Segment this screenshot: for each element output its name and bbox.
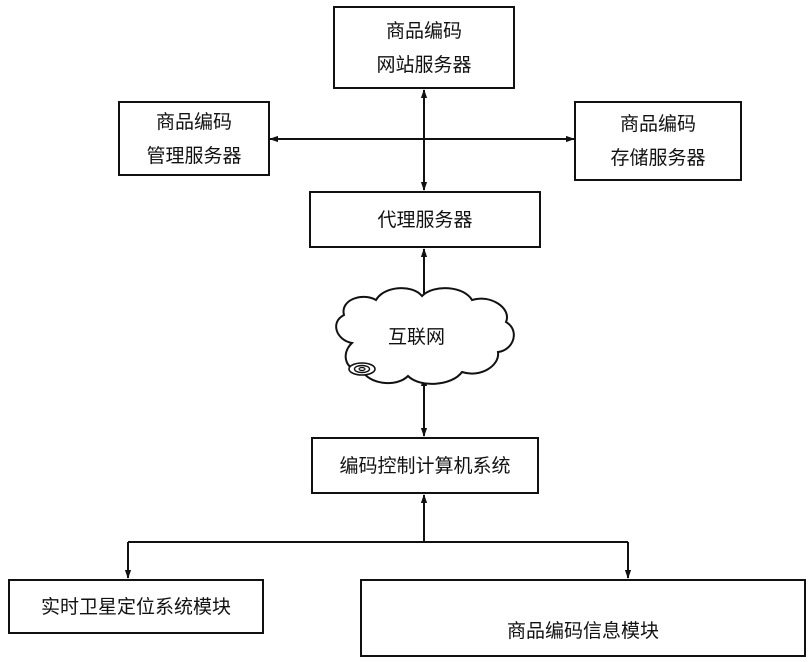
node-control-system: 编码控制计算机系统 (311, 437, 539, 494)
node-mgmt-server-line2: 管理服务器 (146, 139, 241, 173)
node-storage-server: 商品编码 存储服务器 (574, 101, 742, 181)
node-gps-module-label: 实时卫星定位系统模块 (41, 590, 231, 624)
node-proxy-server: 代理服务器 (309, 191, 541, 248)
node-gps-module: 实时卫星定位系统模块 (8, 579, 264, 634)
node-storage-server-line2: 存储服务器 (610, 141, 705, 175)
node-internet-label: 互联网 (388, 322, 445, 349)
node-storage-server-line1: 商品编码 (620, 107, 696, 141)
node-proxy-server-label: 代理服务器 (377, 203, 472, 237)
node-web-server-line2: 网站服务器 (376, 48, 471, 82)
node-web-server: 商品编码 网站服务器 (333, 6, 515, 89)
node-info-module-label: 商品编码信息模块 (507, 614, 659, 648)
node-info-module: 商品编码信息模块 (360, 579, 806, 657)
cloud-tail-swirl (349, 363, 375, 375)
node-web-server-line1: 商品编码 (386, 14, 462, 48)
node-mgmt-server: 商品编码 管理服务器 (118, 101, 270, 176)
node-control-system-label: 编码控制计算机系统 (339, 449, 510, 483)
node-mgmt-server-line1: 商品编码 (156, 105, 232, 139)
